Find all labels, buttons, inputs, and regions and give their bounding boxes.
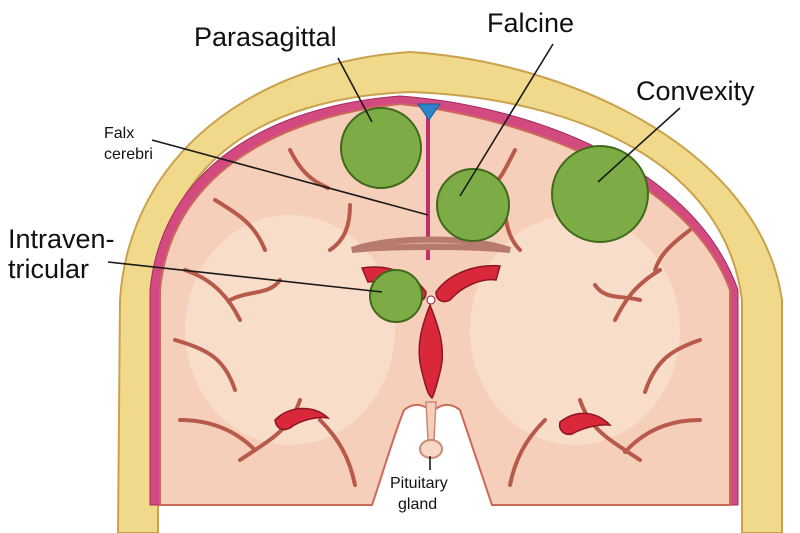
corpus-callosum [350,236,511,253]
superior-sagittal-sinus [417,103,441,121]
sulci-right [486,148,702,487]
falcine-tumor [436,168,510,242]
convexity-tumor [551,145,649,243]
leader-falx [151,139,429,216]
label-parasagittal: Parasagittal [194,22,337,52]
label-falx-line2: cerebri [104,146,153,163]
leader-intraventricular [107,261,383,293]
leader-convexity [597,107,681,183]
skull [116,50,783,533]
intraventricular-tumor [369,269,423,323]
leader-parasagittal [337,57,373,123]
label-pituitary-line2: gland [398,496,438,513]
label-pituitary-line1: Pituitary [390,475,448,492]
fornix [426,295,436,305]
label-intraventricular-line1: Intraven- [8,224,115,254]
leader-lines [107,43,681,470]
label-falx-line1: Falx [104,125,135,142]
label-falcine: Falcine [487,8,575,38]
lateral-ventricle-right [435,264,501,303]
third-ventricle [418,302,444,400]
label-convexity: Convexity [636,76,755,106]
pituitary-gland-shape [419,439,443,459]
tumors [340,107,649,323]
white-matter [185,215,680,445]
temporal-horn-left [274,407,331,431]
label-intraventricular-line2: tricular [8,254,90,284]
pituitary-stalk [425,401,437,441]
leader-falcine [459,43,554,197]
parasagittal-tumor [340,107,422,189]
temporal-horn-right [558,412,612,436]
